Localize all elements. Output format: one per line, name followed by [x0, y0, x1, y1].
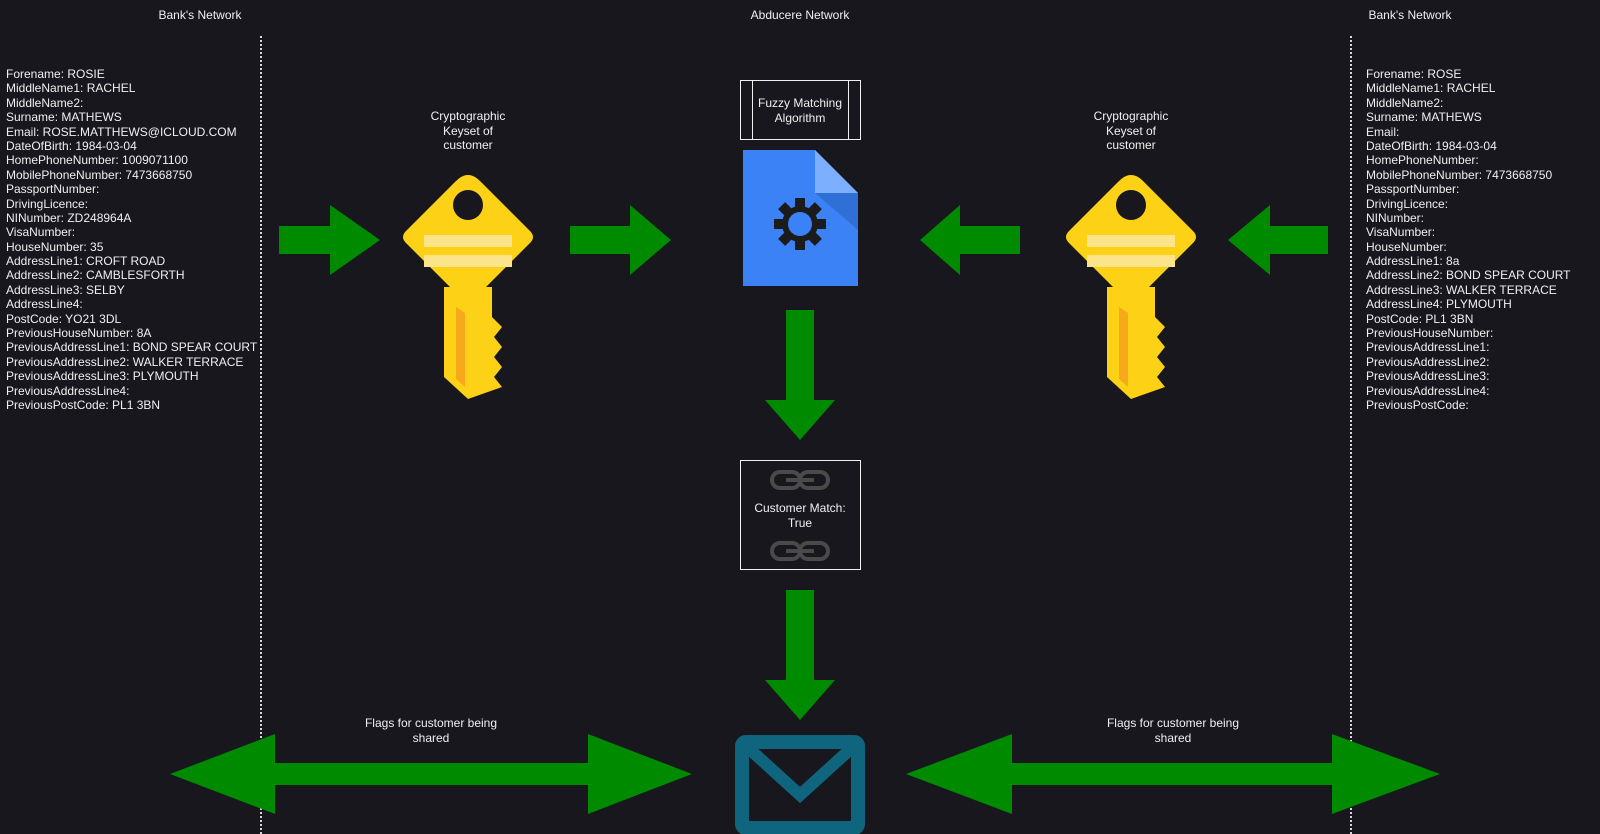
arrow-right-key-to-algorithm: [920, 205, 1020, 275]
customer-match-box: Customer Match: True: [740, 460, 861, 570]
left-record-field: Surname: MATHEWS: [6, 110, 122, 125]
left-record-field: PassportNumber:: [6, 182, 100, 197]
algorithm-label-line1: Fuzzy Matching: [758, 96, 842, 110]
left-record-field: Email: ROSE.MATTHEWS@ICLOUD.COM: [6, 124, 237, 139]
right-network-title: Bank's Network: [1368, 8, 1452, 22]
right-record-field: AddressLine4: PLYMOUTH: [1366, 297, 1512, 312]
right-record-field: PreviousHouseNumber:: [1366, 326, 1494, 341]
left-record-field: PreviousAddressLine4:: [6, 383, 130, 398]
fuzzy-matching-box: Fuzzy Matching Algorithm: [740, 80, 861, 140]
left-key-caption: Cryptographic Keyset of customer: [430, 109, 506, 152]
mail-icon: [735, 735, 865, 834]
center-network-title: Abducere Network: [750, 8, 850, 22]
right-record-field: PreviousAddressLine1:: [1366, 340, 1490, 355]
right-record-field: DateOfBirth: 1984-03-04: [1366, 138, 1497, 153]
left-record-field: DateOfBirth: 1984-03-04: [6, 138, 137, 153]
arrow-match-to-flags: [765, 590, 835, 720]
left-key-icon: [403, 175, 533, 399]
right-record-field: AddressLine2: BOND SPEAR COURT: [1366, 268, 1571, 283]
left-record-field: HomePhoneNumber: 1009071100: [6, 153, 188, 168]
left-record-field: PostCode: YO21 3DL: [6, 311, 122, 326]
left-record-field: MiddleName2:: [6, 95, 84, 110]
right-record-field: MobilePhoneNumber: 7473668750: [1366, 167, 1553, 182]
arrow-right-record-to-key: [1228, 205, 1328, 275]
left-record-field: MobilePhoneNumber: 7473668750: [6, 167, 193, 182]
right-flags-caption: Flags for customer being shared: [1106, 716, 1240, 745]
left-record-field: AddressLine3: SELBY: [6, 282, 125, 297]
right-network-boundary: [1350, 36, 1352, 834]
left-record-field: PreviousPostCode: PL1 3BN: [6, 397, 161, 412]
right-record-field: DrivingLicence:: [1366, 196, 1449, 211]
right-flags-double-arrow: [906, 734, 1440, 814]
left-record-field: DrivingLicence:: [6, 196, 89, 211]
right-record-field: PreviousPostCode:: [1366, 397, 1469, 412]
left-record-field: PreviousHouseNumber: 8A: [6, 326, 152, 341]
right-key-caption: Cryptographic Keyset of customer: [1093, 109, 1169, 152]
right-record-field: HouseNumber:: [1366, 239, 1447, 254]
left-record-field: VisaNumber:: [6, 225, 76, 240]
left-record-field: HouseNumber: 35: [6, 239, 104, 254]
left-flags-caption: Flags for customer being shared: [364, 716, 498, 745]
left-record-field: MiddleName1: RACHEL: [6, 81, 136, 96]
right-record-field: PreviousAddressLine3:: [1366, 369, 1490, 384]
left-record-field: AddressLine4:: [6, 297, 83, 312]
left-record-field: AddressLine2: CAMBLESFORTH: [6, 268, 185, 283]
right-record-field: PostCode: PL1 3BN: [1366, 311, 1474, 326]
left-record-field: NINumber: ZD248964A: [6, 210, 132, 225]
right-record-field: NINumber:: [1366, 210, 1425, 225]
match-label-line2: True: [788, 516, 813, 530]
algorithm-label-line2: Algorithm: [775, 111, 826, 125]
right-record-field: PreviousAddressLine4:: [1366, 383, 1490, 398]
left-record-field: Forename: ROSIE: [6, 67, 105, 81]
arrow-left-key-to-algorithm: [570, 205, 671, 275]
right-key-icon: [1066, 175, 1196, 399]
right-record-field: AddressLine1: 8a: [1366, 254, 1460, 269]
left-record-field: AddressLine1: CROFT ROAD: [6, 254, 166, 269]
left-record-field: PreviousAddressLine3: PLYMOUTH: [6, 369, 199, 384]
right-record-field: Email:: [1366, 124, 1400, 139]
arrow-algorithm-to-match: [765, 310, 835, 440]
left-flags-double-arrow: [170, 734, 692, 814]
right-record-field: AddressLine3: WALKER TERRACE: [1366, 282, 1557, 297]
left-network-boundary: [260, 36, 262, 834]
left-record-field: PreviousAddressLine1: BOND SPEAR COURT: [6, 340, 258, 355]
link-icon: [770, 470, 830, 490]
right-record-field: Forename: ROSE: [1366, 67, 1462, 81]
right-record-field: MiddleName2:: [1366, 95, 1444, 110]
right-record-field: MiddleName1: RACHEL: [1366, 81, 1496, 96]
arrow-left-record-to-key: [279, 205, 380, 275]
right-record-field: Surname: MATHEWS: [1366, 110, 1482, 125]
right-record-field: PassportNumber:: [1366, 182, 1460, 197]
link-icon: [770, 541, 830, 561]
left-record-field: PreviousAddressLine2: WALKER TERRACE: [6, 354, 244, 369]
gear-icon: [774, 198, 826, 250]
right-record-field: HomePhoneNumber:: [1366, 153, 1479, 168]
right-record-field: VisaNumber:: [1366, 225, 1436, 240]
gear-document-icon: [743, 150, 858, 286]
match-label-line1: Customer Match:: [754, 501, 845, 515]
right-record-field: PreviousAddressLine2:: [1366, 354, 1490, 369]
left-network-title: Bank's Network: [158, 8, 242, 22]
